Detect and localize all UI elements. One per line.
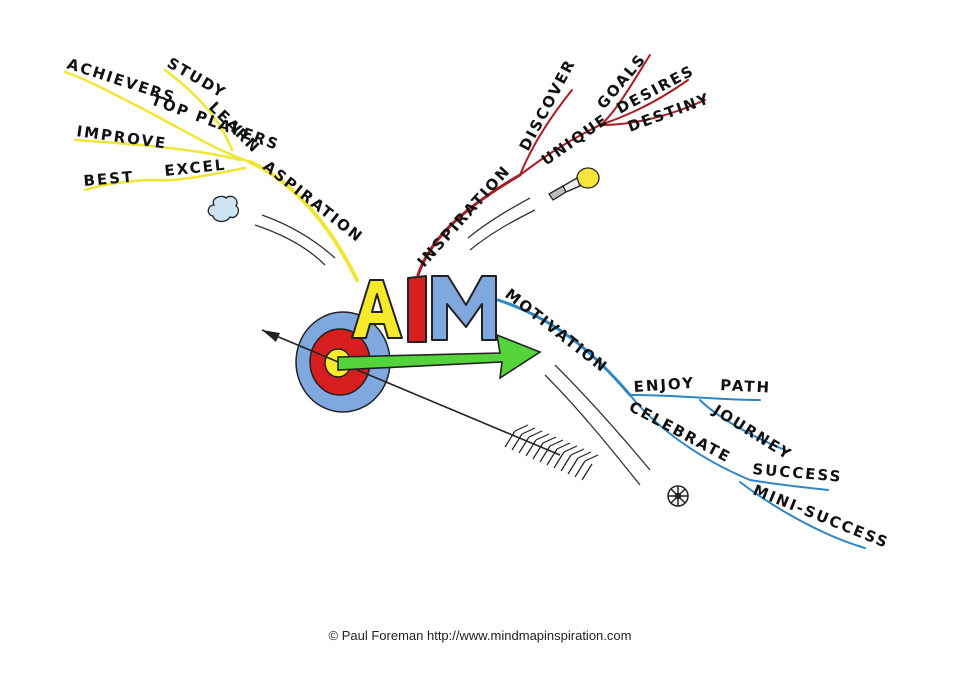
- wheel-icon: [667, 485, 689, 507]
- label-mini-success: MINI-SUCCESS: [751, 481, 892, 552]
- motivation-branch: [496, 298, 866, 549]
- motion-lines: [254, 197, 651, 486]
- letter-m: [431, 275, 497, 341]
- green-arrow-icon: [337, 333, 542, 380]
- label-excel: EXCEL: [164, 156, 228, 180]
- label-best: BEST: [83, 168, 135, 190]
- label-enjoy: ENJOY: [633, 374, 696, 396]
- letter-i: [407, 275, 427, 343]
- inspiration-labels: INSPIRATION DISCOVER UNIQUE GOALS DESIRE…: [414, 50, 713, 271]
- aspiration-branch: [63, 68, 359, 282]
- inspiration-branch: [416, 54, 706, 277]
- lightbulb-icon: [548, 167, 600, 201]
- cloud-icon: [207, 195, 240, 223]
- letter-a: [351, 279, 403, 339]
- central-aim: [351, 275, 497, 343]
- feather-icon: [504, 424, 599, 481]
- copyright-credit: © Paul Foreman http://www.mindmapinspira…: [328, 628, 632, 643]
- motivation-labels: MOTIVATION ENJOY PATH JOURNEY CELEBRATE …: [502, 285, 892, 552]
- label-path: PATH: [720, 376, 772, 397]
- arrow-icon: [261, 329, 561, 456]
- label-improve: IMPROVE: [75, 122, 168, 153]
